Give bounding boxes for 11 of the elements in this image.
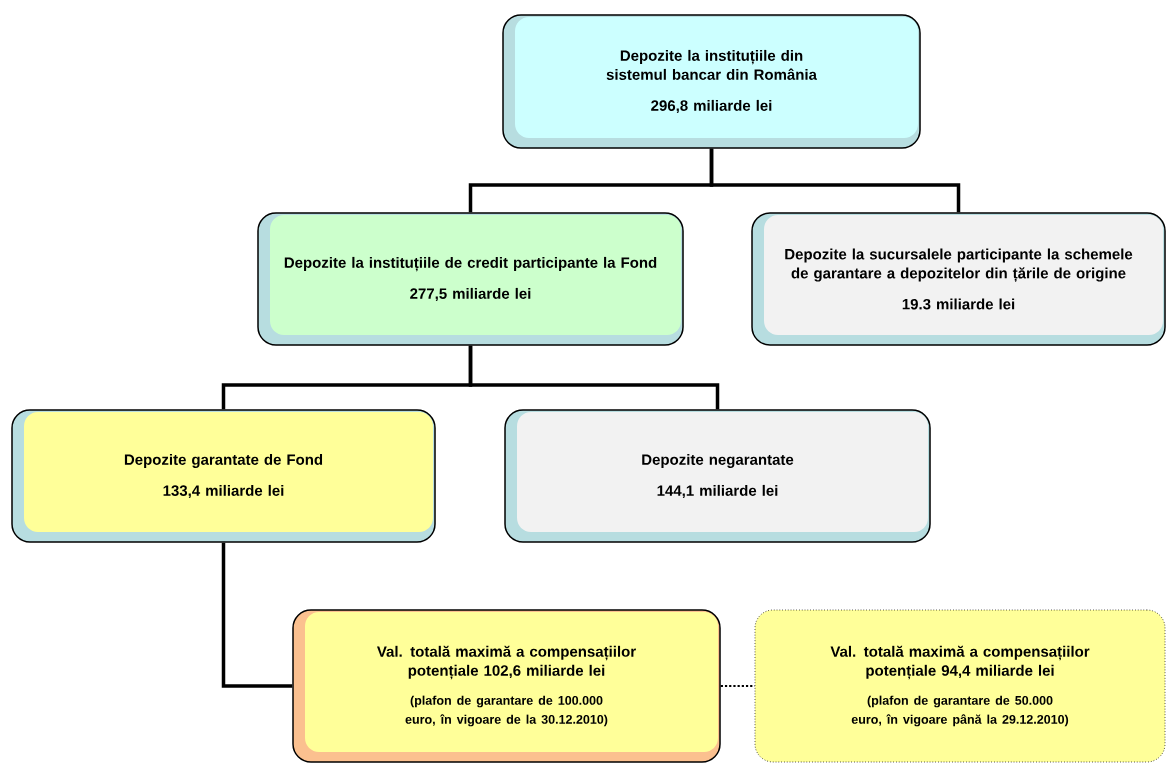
- amount-box: Val. totală maximă a compensațiilor potențiale 102,6 miliarde lei (plafon de garantare de 100.000 euro, în vigoare de la 30.12.2010): [292, 609, 721, 763]
- category-box: Depozite garantate de Fond 133,4 miliarde lei: [11, 409, 436, 543]
- amount-box: Val. totală maximă a compensațiilor potențiale 94,4 miliarde lei (plafon de garantare de 50.000 euro, în vigoare până la 29.12.2010): [754, 609, 1166, 763]
- category-box: Depozite la sucursalele participante la schemele de garantare a depozitelor din țările de origine 19.3 miliarde lei: [751, 212, 1166, 346]
- category-box: Depozite la instituțiile din sistemul bancar din România 296,8 miliarde lei: [502, 14, 921, 149]
- connector-line: [709, 148, 961, 213]
- category-box: Depozite la instituțiile de credit participante la Fond 277,5 miliarde lei: [257, 212, 684, 346]
- connector-line: [720, 684, 755, 688]
- connector-line: [468, 345, 720, 410]
- category-box: Depozite negarantate 144,1 miliarde lei: [504, 409, 931, 543]
- connector-line: [221, 542, 293, 688]
